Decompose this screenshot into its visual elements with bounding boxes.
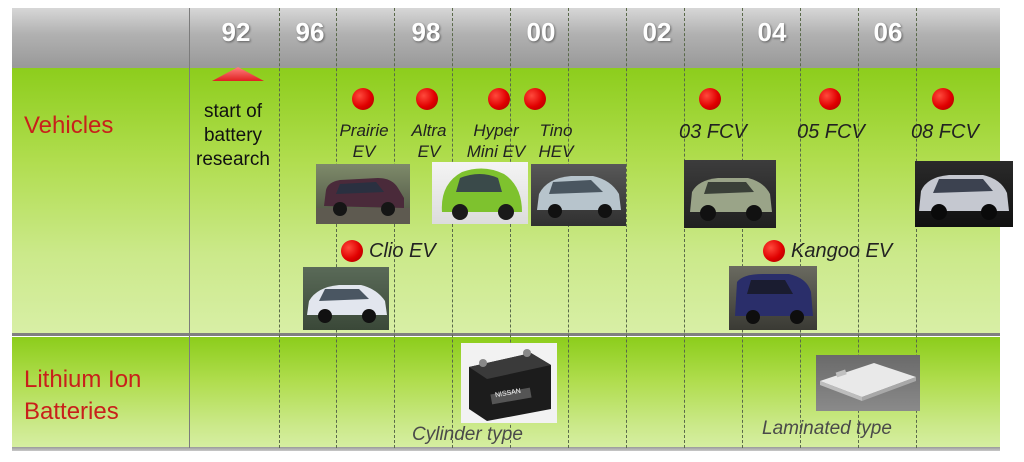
- altra-ev-label: Altra EV: [400, 120, 458, 162]
- year-header: [12, 8, 1000, 66]
- milestone-line1: start of: [203, 101, 263, 122]
- year-label-00: 00: [526, 17, 556, 47]
- laminated-battery-photo: [816, 355, 920, 411]
- tino-hev-label: Tino HEV: [532, 120, 580, 162]
- hyper-mini-ev-photo: [432, 162, 528, 224]
- year-label-06: 06: [873, 17, 903, 47]
- fcv-08-photo: [915, 161, 1013, 227]
- hyper-mini-ev-label: Hyper Mini EV: [458, 120, 534, 162]
- tino-hev-label-line1: Tino: [539, 121, 573, 140]
- gridline: [279, 8, 280, 448]
- prairie-ev-label-line2: EV: [352, 142, 376, 161]
- milestone-triangle-icon: [212, 67, 264, 81]
- bottom-border: [12, 447, 1000, 451]
- fcv-08-label: 08 FCV: [911, 121, 979, 143]
- kangoo-ev-label: Kangoo EV: [791, 240, 893, 262]
- kangoo-ev-photo: [729, 266, 817, 330]
- hyper-mini-ev-label-line2: Mini EV: [466, 142, 526, 161]
- year-label-04: 04: [757, 17, 787, 47]
- gridline: [336, 8, 337, 448]
- gridline: [800, 8, 801, 448]
- fcv-08-marker: [932, 88, 954, 110]
- clio-ev-photo: [303, 267, 389, 330]
- milestone-line2: battery: [203, 125, 263, 146]
- clio-ev-marker: [341, 240, 363, 262]
- gridline: [452, 8, 453, 448]
- altra-ev-label-line2: EV: [417, 142, 441, 161]
- year-label-96: 96: [295, 17, 325, 47]
- hyper-mini-ev-marker: [488, 88, 510, 110]
- tino-hev-photo: [531, 164, 626, 226]
- milestone-note: start of battery research: [188, 100, 278, 172]
- gridline: [394, 8, 395, 448]
- fcv-05-marker: [819, 88, 841, 110]
- milestone-line3: research: [196, 149, 270, 170]
- prairie-ev-label: Prairie EV: [328, 120, 400, 162]
- prairie-ev-marker: [352, 88, 374, 110]
- kangoo-ev-marker: [763, 240, 785, 262]
- cylinder-type-label: Cylinder type: [412, 424, 523, 445]
- tino-hev-label-line2: HEV: [538, 142, 574, 161]
- batteries-row-label-line1: Lithium Ion: [24, 366, 142, 393]
- gridline: [626, 8, 627, 448]
- altra-ev-marker: [416, 88, 438, 110]
- fcv-05-label: 05 FCV: [797, 121, 865, 143]
- year-label-98: 98: [411, 17, 441, 47]
- year-label-02: 02: [642, 17, 672, 47]
- row-divider: [12, 333, 1000, 336]
- hyper-mini-ev-label-line1: Hyper: [473, 121, 519, 140]
- header-divider: [12, 66, 1000, 68]
- laminated-type-label: Laminated type: [762, 418, 892, 439]
- tino-hev-marker: [524, 88, 546, 110]
- label-column-divider: [189, 8, 190, 448]
- vehicles-row-label: Vehicles: [24, 112, 114, 139]
- clio-ev-label: Clio EV: [369, 240, 436, 262]
- gridline: [858, 8, 859, 448]
- batteries-row-label-line2: Batteries: [24, 398, 119, 425]
- prairie-ev-photo: [316, 164, 410, 224]
- altra-ev-label-line1: Altra: [411, 121, 447, 140]
- gridline: [568, 8, 569, 448]
- prairie-ev-label-line1: Prairie: [339, 121, 389, 140]
- gridline: [916, 8, 917, 448]
- fcv-03-label: 03 FCV: [679, 121, 747, 143]
- gridline: [510, 8, 511, 448]
- cylinder-battery-photo: NISSAN: [461, 343, 557, 423]
- gridline: [684, 8, 685, 448]
- fcv-03-marker: [699, 88, 721, 110]
- fcv-03-photo: [684, 160, 776, 228]
- year-label-92: 92: [221, 17, 251, 47]
- gridline: [742, 8, 743, 448]
